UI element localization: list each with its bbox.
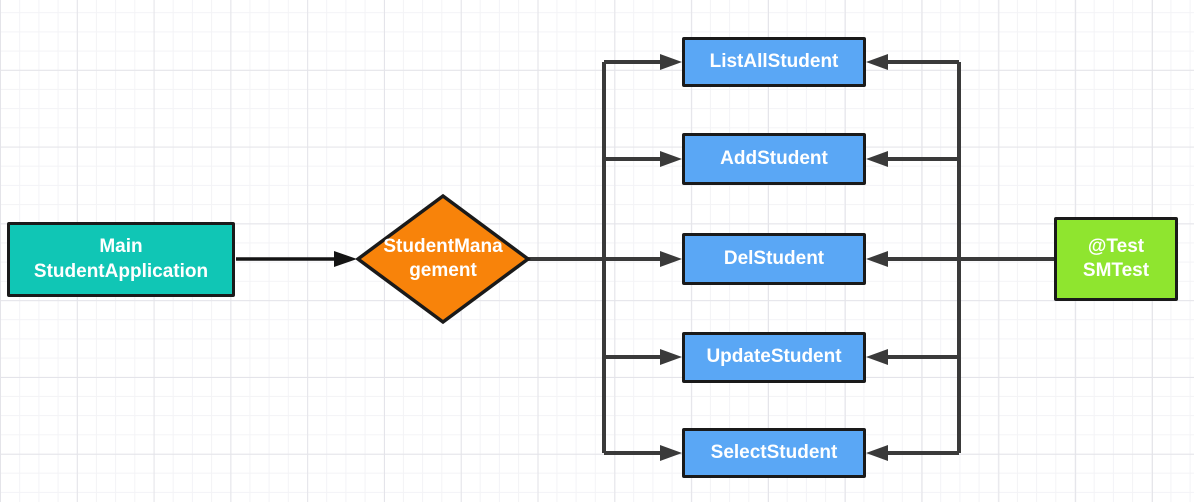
arrowhead-listallstudent-left xyxy=(660,54,682,70)
arrowhead-delstudent-right xyxy=(866,251,888,267)
studentmanagement-label-line1: StudentMana xyxy=(383,235,503,257)
node-studentmanagement-diamond[interactable] xyxy=(355,193,531,325)
node-test-label-line1: @Test xyxy=(1087,235,1145,257)
node-main-label-line1: Main xyxy=(99,236,143,258)
arrowhead-main-to-management xyxy=(334,251,357,267)
arrowhead-addstudent-right xyxy=(866,151,888,167)
node-listallstudent-label: ListAllStudent xyxy=(709,50,839,72)
node-updatestudent[interactable]: UpdateStudent xyxy=(682,332,866,383)
arrowhead-listallstudent-right xyxy=(866,54,888,70)
node-main-label-line2: StudentApplication xyxy=(33,260,209,282)
node-selectstudent[interactable]: SelectStudent xyxy=(682,428,866,478)
node-addstudent[interactable]: AddStudent xyxy=(682,133,866,185)
arrowhead-delstudent-left xyxy=(660,251,682,267)
studentmanagement-label-line2: gement xyxy=(409,260,477,281)
node-delstudent[interactable]: DelStudent xyxy=(682,233,866,285)
arrowhead-selectstudent-left xyxy=(660,445,682,461)
node-test-smtest[interactable]: @Test SMTest xyxy=(1054,217,1178,301)
arrowhead-selectstudent-right xyxy=(866,445,888,461)
node-main-studentapplication[interactable]: Main StudentApplication xyxy=(7,222,235,297)
node-delstudent-label: DelStudent xyxy=(723,247,825,269)
arrowhead-updatestudent-left xyxy=(660,349,682,365)
arrowhead-addstudent-left xyxy=(660,151,682,167)
node-addstudent-label: AddStudent xyxy=(720,147,828,169)
node-test-label-line2: SMTest xyxy=(1082,260,1150,281)
node-studentmanagement-label[interactable]: StudentMana gement xyxy=(358,196,528,322)
arrowhead-updatestudent-right xyxy=(866,349,888,365)
node-selectstudent-label: SelectStudent xyxy=(710,441,838,463)
node-updatestudent-label: UpdateStudent xyxy=(706,346,842,368)
node-listallstudent[interactable]: ListAllStudent xyxy=(682,37,866,87)
